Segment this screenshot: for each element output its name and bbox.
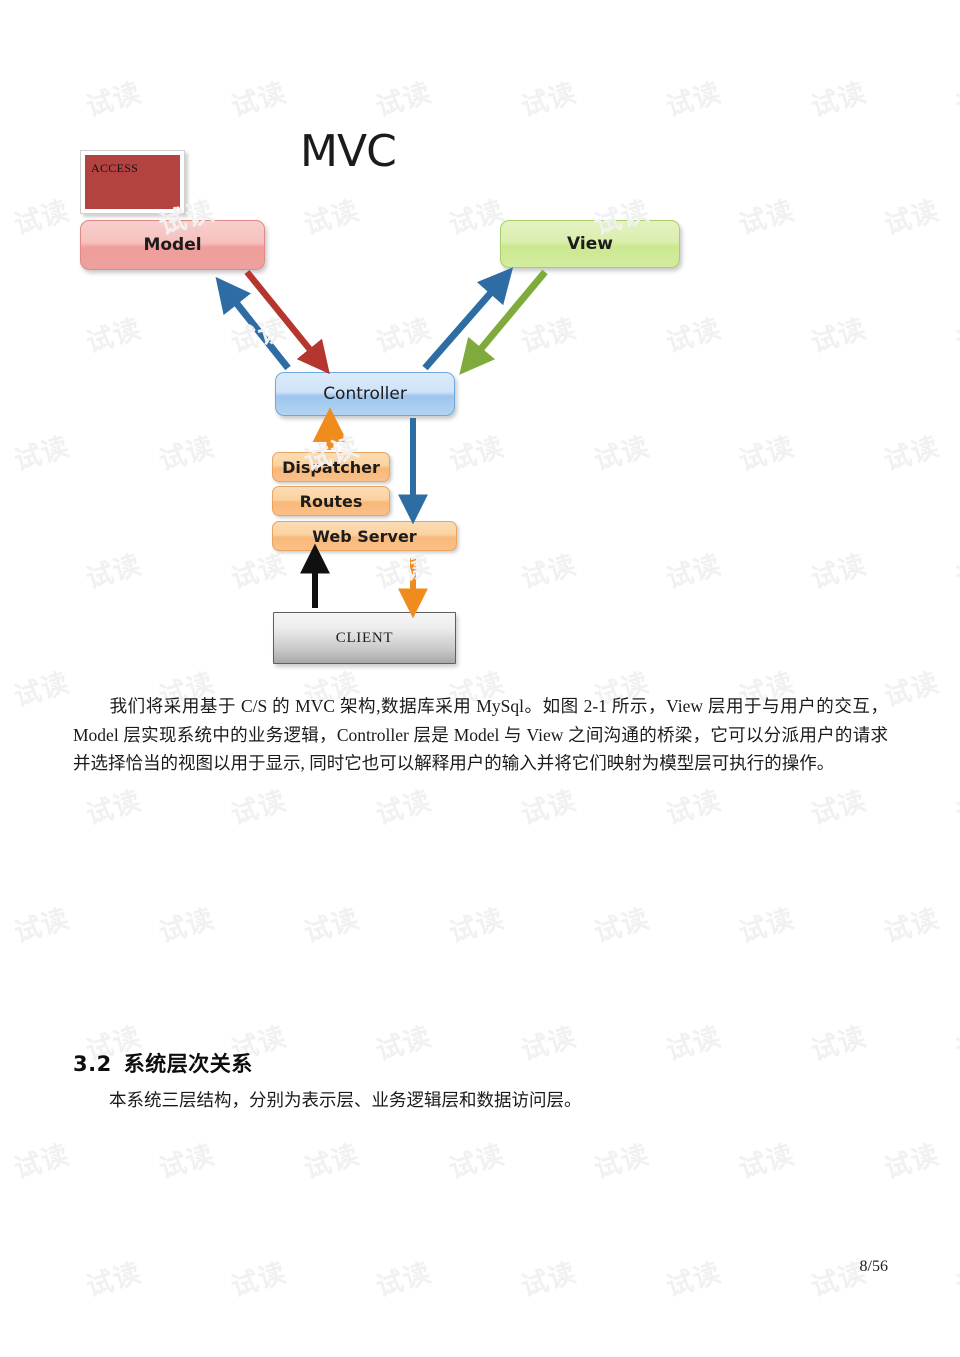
access-label: ACCESS <box>91 161 139 175</box>
watermark-text: 试读 <box>371 1251 436 1305</box>
watermark-text: 试读 <box>226 779 291 833</box>
mvc-architecture-diagram: MVC <box>80 126 680 664</box>
watermark-text: 试读 <box>951 779 960 833</box>
watermark-text: 试读 <box>661 1251 726 1305</box>
watermark-text: 试读 <box>879 897 944 951</box>
watermark-text: 试读 <box>516 1015 581 1069</box>
watermark-text: 试读 <box>516 779 581 833</box>
node-dispatcher: Dispatcher <box>272 452 390 482</box>
node-dispatcher-label: Dispatcher <box>282 457 380 477</box>
watermark-text: 试读 <box>154 897 219 951</box>
watermark-text: 试读 <box>589 1133 654 1187</box>
node-view-label: View <box>567 234 613 254</box>
paragraph-1-text: 我们将采用基于 C/S 的 MVC 架构,数据库采用 MySql。如图 2-1 … <box>73 696 888 773</box>
watermark-text: 试读 <box>226 1251 291 1305</box>
node-client: CLIENT <box>273 612 456 664</box>
paragraph-layer-description: 本系统三层结构，分别为表示层、业务逻辑层和数据访问层。 <box>73 1086 888 1115</box>
watermark-text: 试读 <box>371 1015 436 1069</box>
page-number: 8/56 <box>859 1258 888 1275</box>
node-routes: Routes <box>272 486 390 516</box>
arrow-controller-to-model <box>215 276 291 371</box>
node-controller: Controller <box>275 372 455 416</box>
watermark-text: 试读 <box>879 1133 944 1187</box>
watermark-text: 试读 <box>81 779 146 833</box>
arrow-controller-to-view <box>422 267 514 371</box>
watermark-text: 试读 <box>9 897 74 951</box>
node-model-label: Model <box>143 235 202 255</box>
watermark-text: 试读 <box>444 897 509 951</box>
watermark-text: 试读 <box>661 779 726 833</box>
paragraph-2-text: 本系统三层结构，分别为表示层、业务逻辑层和数据访问层。 <box>109 1090 582 1110</box>
watermark-text: 试读 <box>806 779 871 833</box>
diagram-arrows <box>215 267 548 619</box>
node-model: Model <box>80 220 265 270</box>
watermark-text: 试读 <box>9 1133 74 1187</box>
watermark-text: 试读 <box>299 897 364 951</box>
paragraph-mvc-description: 我们将采用基于 C/S 的 MVC 架构,数据库采用 MySql。如图 2-1 … <box>73 692 888 778</box>
node-web-server-label: Web Server <box>312 526 417 546</box>
watermark-text: 试读 <box>589 897 654 951</box>
watermark-text: 试读 <box>734 897 799 951</box>
section-heading-3-2: 3.2 系统层次关系 <box>73 1048 253 1078</box>
watermark-text: 试读 <box>806 1015 871 1069</box>
node-controller-label: Controller <box>323 384 407 404</box>
watermark-text: 试读 <box>951 1251 960 1305</box>
section-number: 3.2 <box>73 1052 112 1076</box>
node-routes-label: Routes <box>299 491 363 511</box>
diagram-title: MVC <box>300 126 397 177</box>
watermark-text: 试读 <box>661 1015 726 1069</box>
watermark-text: 试读 <box>81 1251 146 1305</box>
watermark-text: 试读 <box>154 1133 219 1187</box>
watermark-text: 试读 <box>371 779 436 833</box>
watermark-text: 试读 <box>516 1251 581 1305</box>
section-title: 系统层次关系 <box>123 1052 253 1076</box>
watermark-text: 试读 <box>734 1133 799 1187</box>
node-client-label: CLIENT <box>335 629 394 646</box>
access-box: ACCESS <box>85 155 180 209</box>
arrow-model-to-controller <box>244 269 330 375</box>
node-view: View <box>500 220 680 268</box>
watermark-text: 试读 <box>444 1133 509 1187</box>
watermark-text: 试读 <box>951 1015 960 1069</box>
arrow-view-to-controller <box>459 269 548 375</box>
watermark-text: 试读 <box>299 1133 364 1187</box>
